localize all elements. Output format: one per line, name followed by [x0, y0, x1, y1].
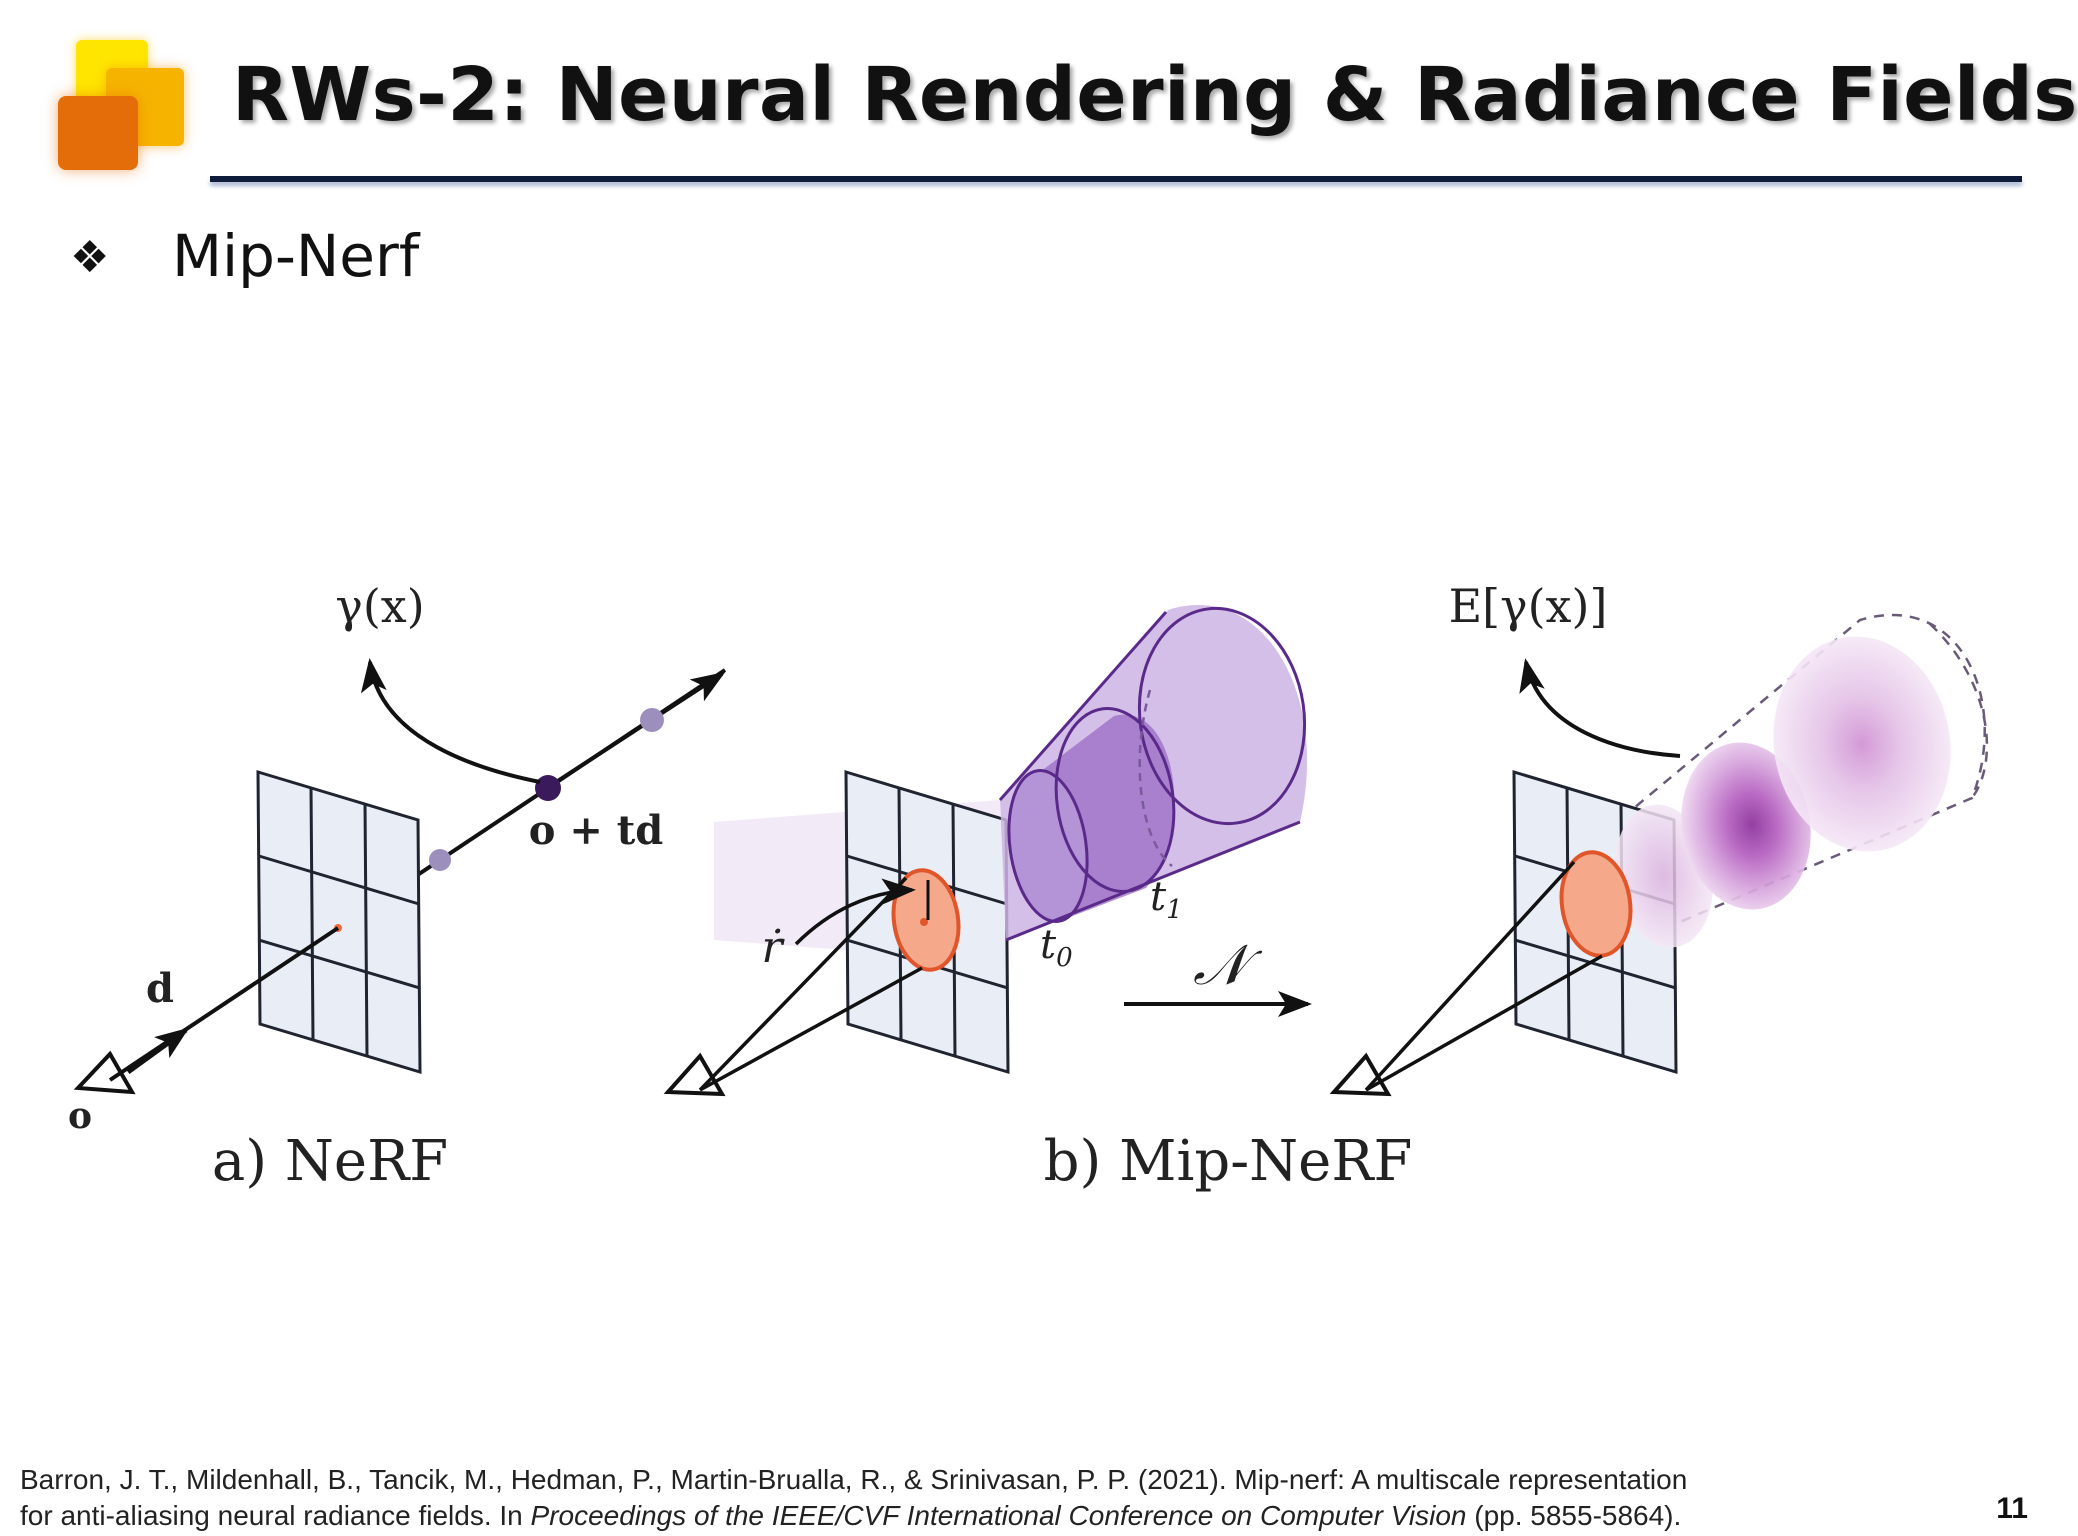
mipnerf-camera-ray-top — [698, 876, 908, 1092]
nerf-direction-label: d — [146, 965, 174, 1012]
nerf-point-label: o + td — [529, 807, 664, 854]
citation-pages: (pp. 5855-5864). — [1466, 1500, 1682, 1531]
gaussian-blob-far — [1773, 636, 1951, 852]
mipnerf-cone-bottom-edge — [1005, 820, 1301, 942]
gaussian-encoding-arrow — [1519, 658, 1681, 758]
page-number: 11 — [1996, 1492, 2028, 1525]
gaussian-blob-mid — [1681, 742, 1811, 910]
nerf-sample-point — [429, 849, 451, 871]
nerf-caption: a) NeRF — [212, 1129, 448, 1194]
mipnerf-cone-end-cap — [1137, 606, 1307, 826]
citation-line-1: Barron, J. T., Mildenhall, B., Tancik, M… — [20, 1464, 1688, 1495]
gaussian-cone-cap — [1929, 623, 1989, 799]
nerf-encoding-arrow — [360, 658, 541, 784]
citation: Barron, J. T., Mildenhall, B., Tancik, M… — [20, 1462, 1780, 1534]
gaussian-cone-outline — [1621, 613, 1986, 946]
mipnerf-camera-icon — [663, 1052, 726, 1097]
mipnerf-caption: b) Mip-NeRF — [1044, 1129, 1413, 1194]
mipnerf-radius-label: ṙ — [761, 922, 785, 973]
nerf-ray-arrow — [548, 671, 726, 788]
slide-logo — [48, 34, 198, 174]
slide-title: RWs-2: Neural Rendering & Radiance Field… — [232, 52, 2078, 138]
title-underline — [210, 176, 2022, 182]
logo-orange-square — [58, 96, 138, 170]
mipnerf-gaussian-label: 𝒩 — [1193, 933, 1263, 998]
gaussian-camera-icon — [1329, 1052, 1392, 1097]
nerf-sample-point-main — [535, 775, 561, 801]
citation-line-2: for anti-aliasing neural radiance fields… — [20, 1498, 1780, 1534]
mipnerf-cone-top-edge — [998, 611, 1168, 801]
mipnerf-frustum-near-cap — [1007, 769, 1089, 923]
mipnerf-panel: ṙ t0 t1 𝒩 b) Mip-NeRF — [663, 605, 1413, 1194]
mipnerf-t0-label: t0 — [1040, 922, 1073, 973]
nerf-camera-icon — [73, 1050, 136, 1095]
mipnerf-radius-arrow — [794, 878, 916, 946]
mipnerf-pixel-center — [920, 918, 928, 926]
nerf-sample-point — [640, 708, 664, 732]
nerf-encoding-label: γ(x) — [335, 579, 424, 633]
nerf-image-plane — [256, 769, 422, 1075]
mipnerf-t1-label: t1 — [1150, 874, 1183, 925]
nerf-direction-arrow — [126, 1027, 190, 1075]
mipnerf-cone-hidden-edge — [1138, 689, 1173, 867]
citation-line-2-text: for anti-aliasing neural radiance fields… — [20, 1500, 531, 1531]
gaussian-encoding-label: E[γ(x)] — [1449, 579, 1608, 633]
nerf-origin-label: o — [68, 1095, 92, 1137]
bullet-diamond-icon: ❖ — [70, 232, 110, 283]
gaussian-camera-ray-bottom — [1365, 954, 1603, 1092]
nerf-panel: γ(x) o + td d o a) NeRF — [68, 579, 727, 1194]
bullet-text: Mip-Nerf — [172, 222, 420, 290]
citation-venue: Proceedings of the IEEE/CVF Internationa… — [530, 1500, 1467, 1531]
gaussian-panel: E[γ(x)] — [1329, 579, 1989, 1097]
gaussian-pixel-footprint — [1559, 850, 1633, 958]
mipnerf-figure: γ(x) o + td d o a) NeRF — [68, 579, 1989, 1194]
gaussian-camera-ray-top — [1364, 860, 1576, 1092]
mipnerf-camera-ray-bottom — [699, 966, 923, 1092]
